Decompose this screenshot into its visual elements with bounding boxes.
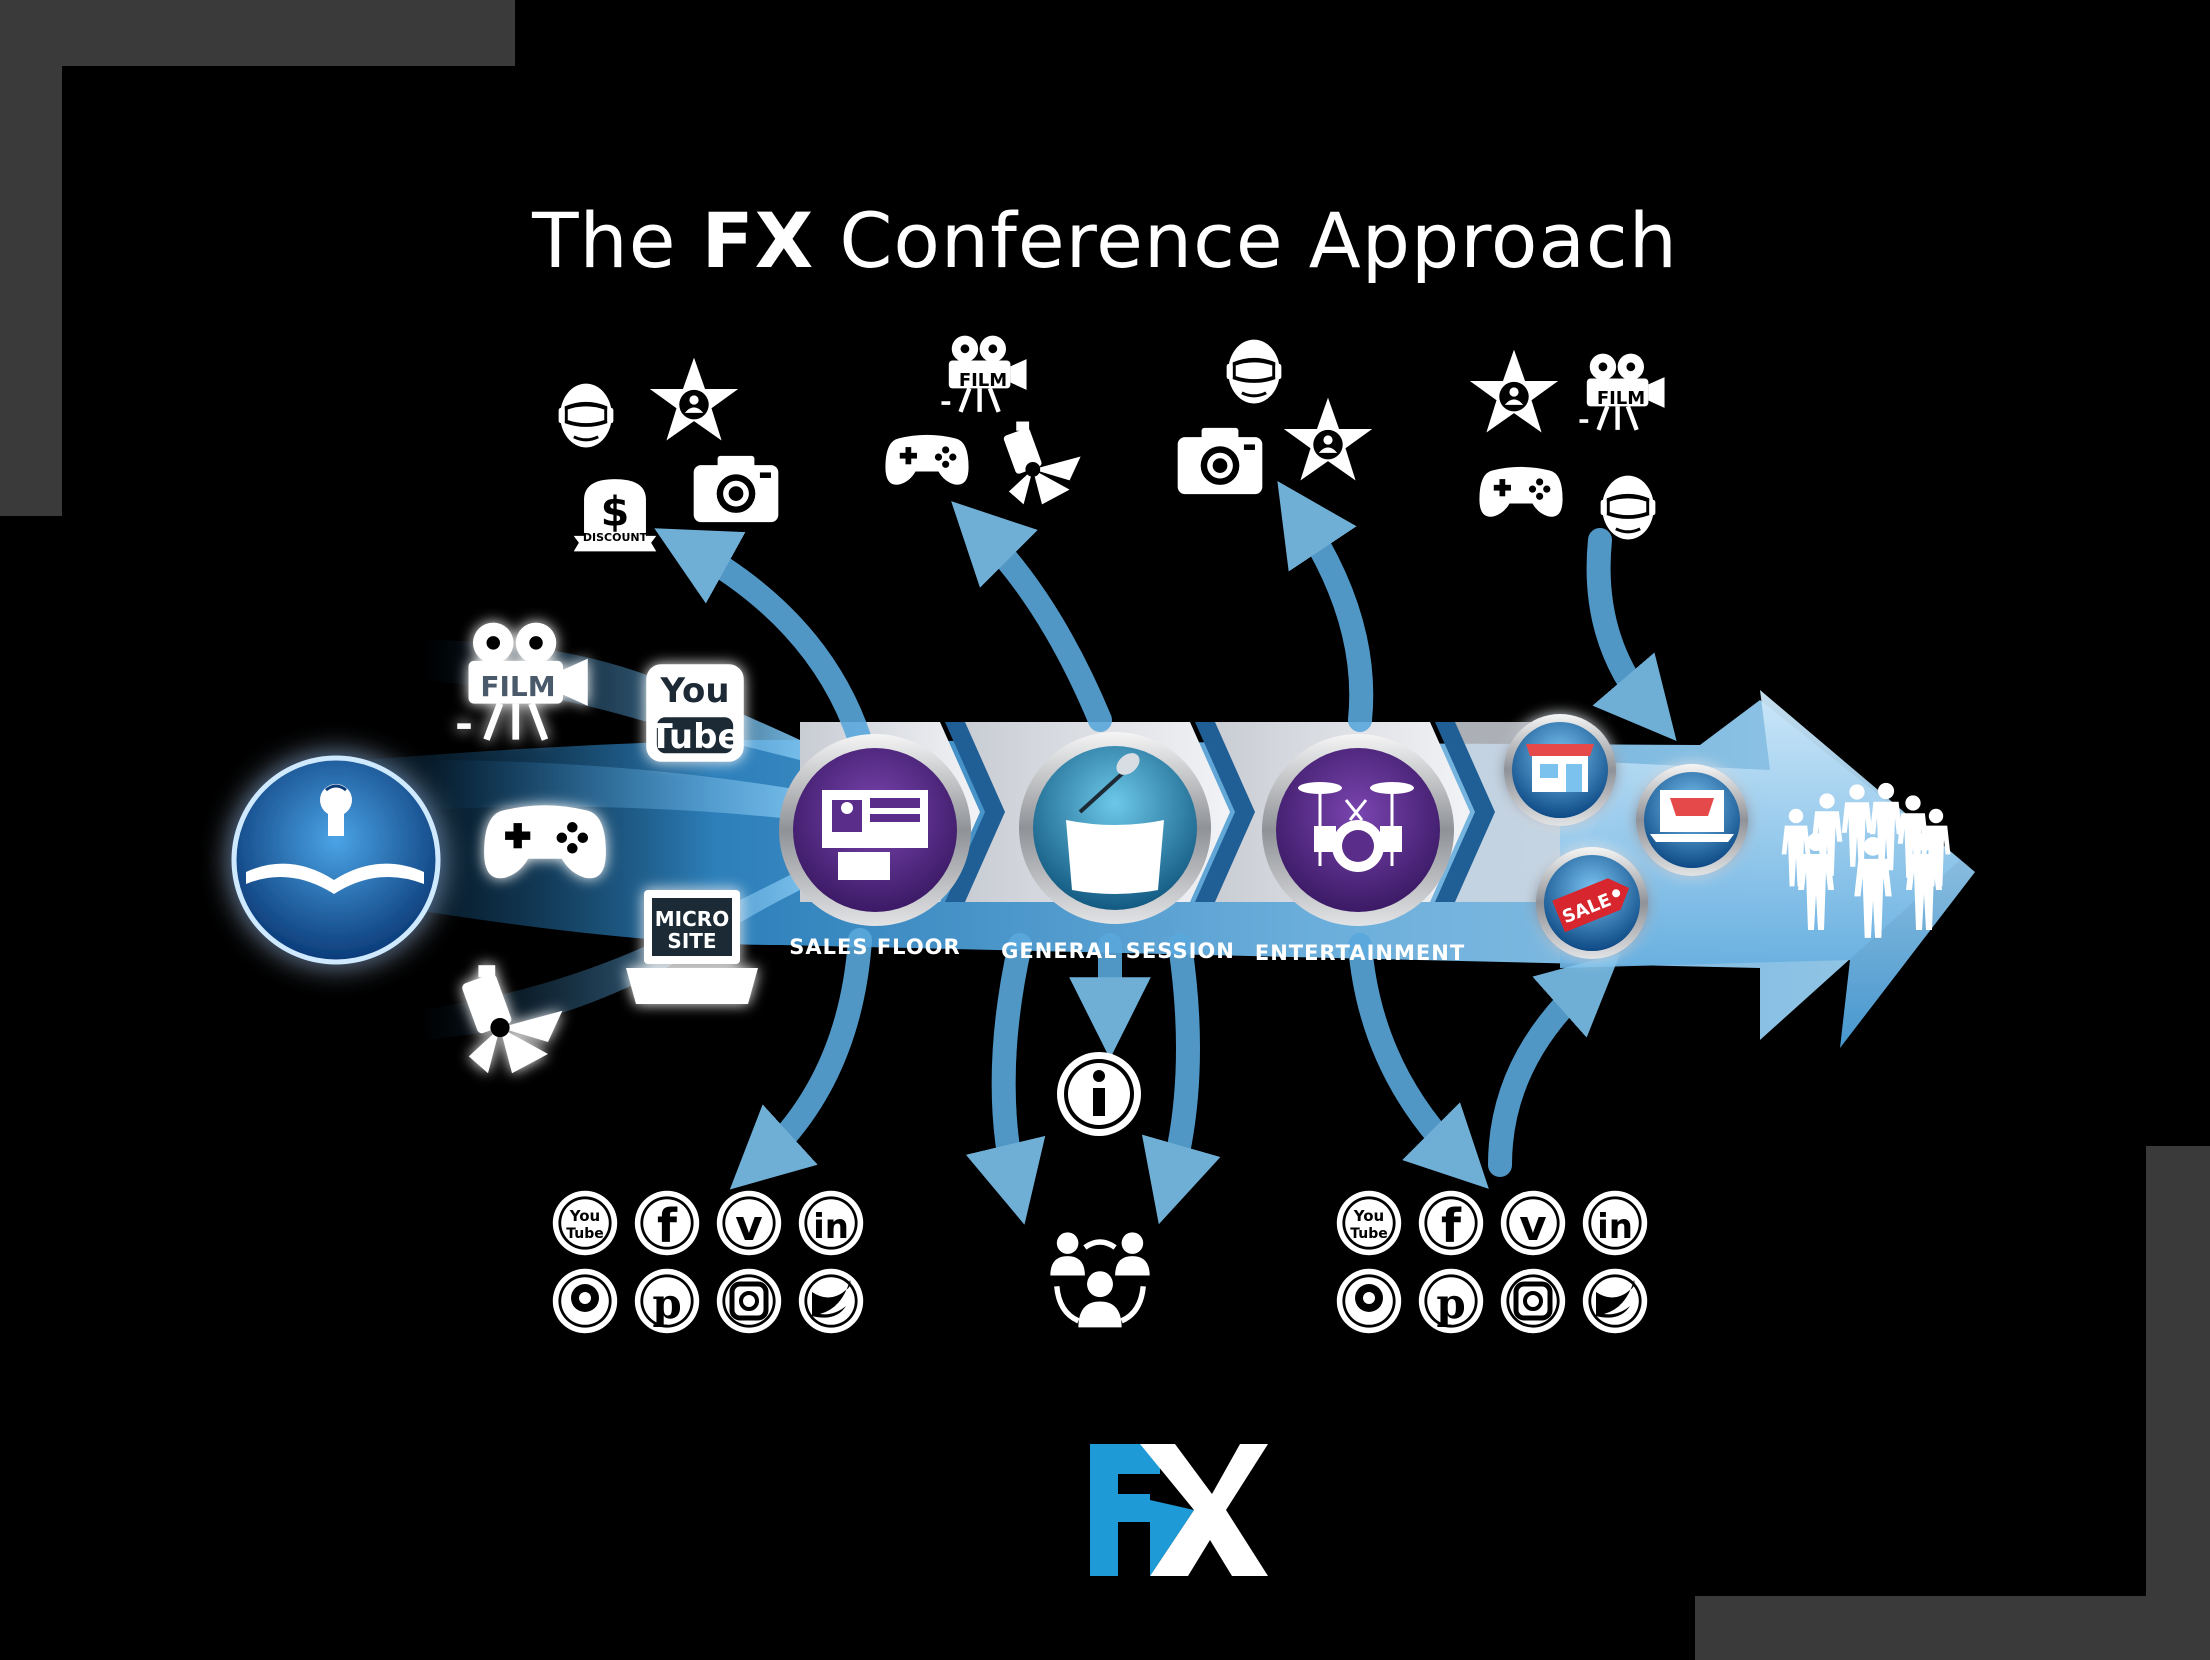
star-celebrity-icon-2 bbox=[1283, 397, 1373, 481]
vr-headset-icon bbox=[556, 381, 616, 450]
film-small-label-2: FILM bbox=[1597, 388, 1645, 409]
distribution-arrows bbox=[654, 481, 1677, 1225]
star-celebrity-icon-3 bbox=[1469, 349, 1559, 433]
vr-headset-icon-2 bbox=[1224, 337, 1284, 406]
camera-icon bbox=[693, 455, 779, 523]
film-small-label-1: FILM bbox=[959, 370, 1007, 391]
stream-spotlight bbox=[420, 870, 800, 1040]
sales-floor-orb bbox=[779, 734, 971, 926]
svg-text:in: in bbox=[813, 1207, 849, 1247]
info-icon bbox=[1057, 1052, 1141, 1136]
youtube-social-icon: You Tube bbox=[552, 1190, 618, 1256]
idea-source-orb bbox=[231, 755, 441, 965]
title-brand: FX bbox=[701, 196, 815, 285]
arrow-to-sales-rewards bbox=[654, 528, 872, 752]
stage-chevron-2 bbox=[1195, 722, 1255, 902]
svg-text:v: v bbox=[1519, 1201, 1546, 1250]
svg-text:in: in bbox=[1597, 1207, 1633, 1247]
stage-chevron-1 bbox=[945, 722, 1005, 902]
pinterest-social-icon-2: p bbox=[1418, 1268, 1484, 1334]
social-cluster-left: You Tube f v in p bbox=[552, 1190, 864, 1334]
arrow-from-rewards-to-shops bbox=[1586, 528, 1677, 741]
stage-chevron-3 bbox=[1435, 722, 1495, 902]
svg-text:Tube: Tube bbox=[566, 1226, 604, 1242]
arrow-to-social-right bbox=[1348, 933, 1489, 1189]
linkedin-social-icon-2: in bbox=[1582, 1190, 1648, 1256]
youtube-input-bottom: Tube bbox=[649, 717, 740, 757]
svg-text:You: You bbox=[569, 1207, 600, 1225]
frame-corner-top-left-h bbox=[0, 0, 515, 66]
instagram-social-icon bbox=[716, 1268, 782, 1334]
sale-tag-icon bbox=[1552, 878, 1630, 933]
svg-text:p: p bbox=[652, 1279, 681, 1328]
general-session-orb bbox=[1019, 732, 1211, 924]
arrow-to-community-left bbox=[965, 933, 1046, 1225]
online-shop-orb bbox=[1636, 764, 1748, 876]
frame-corner-top-left-v bbox=[0, 0, 62, 516]
svg-text:f: f bbox=[657, 1199, 678, 1253]
stage-label-entertainment: ENTERTAINMENT bbox=[1255, 941, 1465, 965]
social-cluster-right: You Tube f v in p bbox=[1336, 1190, 1648, 1334]
spotlight-icon bbox=[1002, 421, 1081, 505]
microsite-label-bottom: SITE bbox=[667, 929, 716, 953]
podium-microphone-icon bbox=[1066, 820, 1164, 894]
facebook-social-icon-2: f bbox=[1418, 1190, 1484, 1256]
svg-text:p: p bbox=[1436, 1279, 1465, 1328]
svg-text:f: f bbox=[1441, 1199, 1462, 1253]
vimeo-social-icon: v bbox=[716, 1190, 782, 1256]
stage-label-sales-floor: SALES FLOOR bbox=[789, 935, 960, 959]
youtube-input-top: You bbox=[659, 671, 729, 711]
gamepad-icon bbox=[885, 434, 969, 485]
microsite-laptop-icon bbox=[626, 890, 758, 1004]
sale-tag-orb bbox=[1536, 847, 1648, 959]
vr-headset-icon-3 bbox=[1598, 473, 1658, 542]
arrow-from-social-to-sale bbox=[1488, 952, 1621, 1177]
twitter-social-icon bbox=[798, 1268, 864, 1334]
arrow-to-community-right bbox=[1141, 933, 1221, 1225]
frame-corner-bottom-right-v bbox=[2146, 1146, 2210, 1660]
gamepad-icon-2 bbox=[1479, 466, 1563, 517]
youtube-social-icon-2: You Tube bbox=[1336, 1190, 1402, 1256]
frame-corner-bottom-right-h bbox=[1695, 1596, 2210, 1660]
linkedin-social-icon: in bbox=[798, 1190, 864, 1256]
arrow-to-entertainment-media bbox=[1277, 481, 1374, 732]
arrow-to-social-left bbox=[729, 928, 872, 1190]
title-suffix: Conference Approach bbox=[839, 196, 1678, 285]
svg-text:You: You bbox=[1353, 1207, 1384, 1225]
facebook-social-icon: f bbox=[634, 1190, 700, 1256]
entertainment-orb bbox=[1262, 734, 1454, 926]
arrow-to-general-media bbox=[951, 501, 1112, 732]
microsite-label-top: MICRO bbox=[655, 907, 729, 931]
stage-label-general-session: GENERAL SESSION bbox=[1001, 939, 1235, 963]
vimeo-social-icon-2: v bbox=[1500, 1190, 1566, 1256]
drum-kit-icon bbox=[1298, 782, 1414, 872]
discount-label: DISCOUNT bbox=[583, 531, 648, 544]
community-network-icon bbox=[1050, 1232, 1149, 1327]
pinterest-social-icon: p bbox=[634, 1268, 700, 1334]
periscope-social-icon-2 bbox=[1336, 1268, 1402, 1334]
periscope-social-icon bbox=[552, 1268, 618, 1334]
film-input-label: FILM bbox=[480, 670, 555, 703]
stream-game bbox=[420, 760, 800, 820]
page-title: The FX Conference Approach bbox=[0, 196, 2210, 285]
svg-text:v: v bbox=[735, 1201, 762, 1250]
store-icon bbox=[1526, 744, 1594, 792]
star-celebrity-icon bbox=[649, 357, 739, 441]
twitter-social-icon-2 bbox=[1582, 1268, 1648, 1334]
svg-text:Tube: Tube bbox=[1350, 1226, 1388, 1242]
title-prefix: The bbox=[532, 196, 677, 285]
laptop-cart-icon bbox=[1650, 790, 1734, 842]
lightbulb-book-icon bbox=[246, 784, 424, 894]
camera-icon-2 bbox=[1177, 427, 1263, 495]
fx-logo bbox=[1090, 1444, 1268, 1576]
instagram-social-icon-2 bbox=[1500, 1268, 1566, 1334]
storefront-orb bbox=[1504, 714, 1616, 826]
